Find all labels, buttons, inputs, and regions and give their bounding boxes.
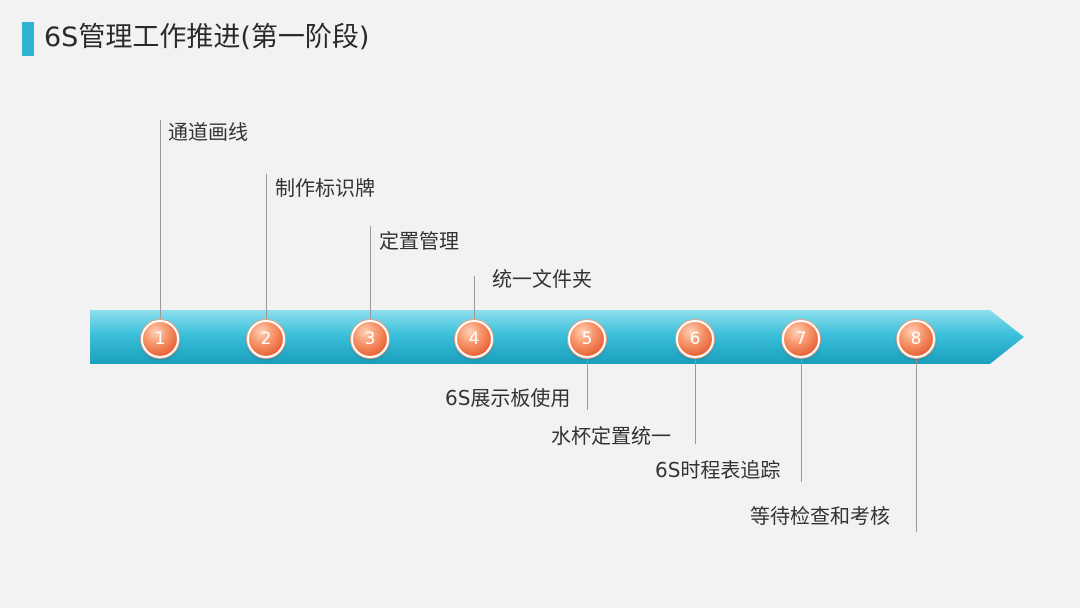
step-3-connector — [370, 226, 371, 325]
step-7-marker: 7 — [782, 320, 820, 358]
title-accent-bar — [22, 22, 34, 56]
step-8-marker: 8 — [897, 320, 935, 358]
step-7-label: 6S时程表追踪 — [655, 458, 781, 482]
step-1-connector — [160, 120, 161, 325]
step-7-connector — [801, 356, 802, 482]
step-3-label: 定置管理 — [379, 229, 459, 253]
step-4-label: 统一文件夹 — [492, 267, 592, 291]
step-2-connector — [266, 174, 267, 325]
step-3-marker: 3 — [351, 320, 389, 358]
step-1-label: 通道画线 — [168, 120, 248, 144]
step-4-connector — [474, 276, 475, 325]
step-6-label: 水杯定置统一 — [551, 424, 671, 448]
step-4-marker: 4 — [455, 320, 493, 358]
step-2-label: 制作标识牌 — [275, 176, 375, 200]
step-5-label: 6S展示板使用 — [445, 386, 571, 410]
step-5-connector — [587, 356, 588, 410]
step-8-label: 等待检查和考核 — [750, 504, 890, 528]
step-6-marker: 6 — [676, 320, 714, 358]
page-title: 6S管理工作推进(第一阶段) — [44, 22, 370, 53]
step-6-connector — [695, 356, 696, 444]
step-2-marker: 2 — [247, 320, 285, 358]
step-1-marker: 1 — [141, 320, 179, 358]
step-5-marker: 5 — [568, 320, 606, 358]
step-8-connector — [916, 356, 917, 532]
